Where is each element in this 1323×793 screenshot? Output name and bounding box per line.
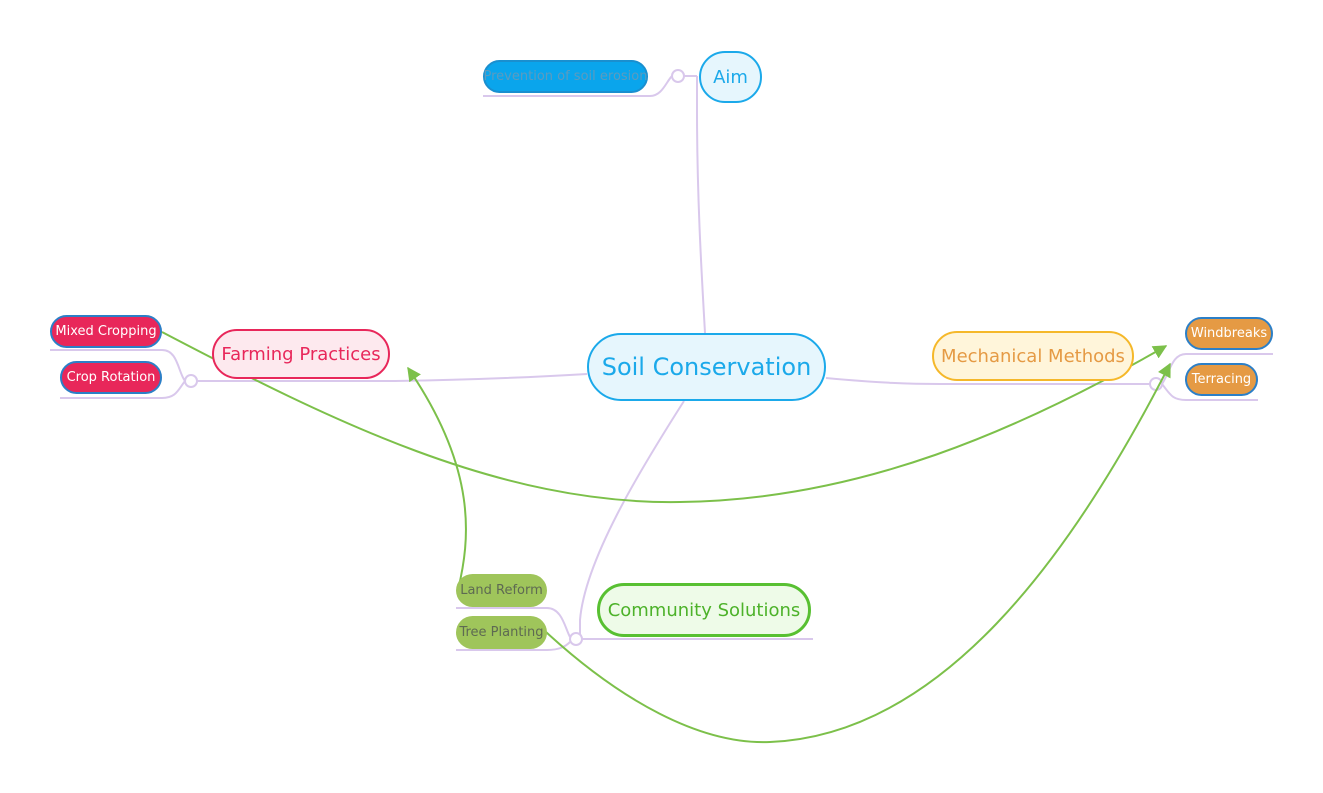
subtopic-tree-planting[interactable]: Tree Planting bbox=[456, 616, 547, 649]
junction-aim[interactable] bbox=[671, 69, 685, 83]
topic-aim-label: Aim bbox=[713, 66, 748, 88]
connector-central-community bbox=[579, 400, 685, 634]
connector-central-aim bbox=[696, 76, 706, 334]
relationship-tree-to-terracing[interactable] bbox=[545, 362, 1171, 744]
relationship-mixed-to-windbreaks[interactable] bbox=[161, 331, 1168, 504]
connector-farming-mixed bbox=[50, 349, 186, 382]
subtopic-mixed-cropping[interactable]: Mixed Cropping bbox=[50, 315, 162, 348]
connector-community-land bbox=[456, 607, 571, 638]
topic-community-solutions[interactable]: Community Solutions bbox=[597, 583, 811, 637]
topic-farming-label: Farming Practices bbox=[221, 343, 381, 365]
connector-central-mechanical bbox=[825, 377, 1151, 385]
connector-community-tree bbox=[456, 641, 571, 651]
central-topic-soil-conservation[interactable]: Soil Conservation bbox=[587, 333, 826, 401]
subtopic-land-reform-label: Land Reform bbox=[460, 583, 543, 598]
subtopic-windbreaks-label: Windbreaks bbox=[1190, 326, 1268, 341]
connector-farming-crop bbox=[60, 380, 186, 399]
subtopic-windbreaks[interactable]: Windbreaks bbox=[1185, 317, 1273, 350]
subtopic-tree-planting-label: Tree Planting bbox=[459, 625, 544, 640]
central-topic-label: Soil Conservation bbox=[601, 353, 812, 381]
connector-aim-children bbox=[483, 75, 673, 97]
topic-mechanical-methods[interactable]: Mechanical Methods bbox=[932, 331, 1134, 381]
topic-farming-practices[interactable]: Farming Practices bbox=[212, 329, 390, 379]
subtopic-crop-rotation[interactable]: Crop Rotation bbox=[60, 361, 162, 394]
junction-farming[interactable] bbox=[184, 374, 198, 388]
subtopic-mixed-cropping-label: Mixed Cropping bbox=[55, 324, 157, 339]
subtopic-prevention-of-soil-erosion[interactable]: Prevention of soil erosion bbox=[483, 60, 648, 93]
topic-community-label: Community Solutions bbox=[607, 599, 801, 621]
topic-mechanical-label: Mechanical Methods bbox=[941, 345, 1125, 367]
relationship-lines bbox=[161, 331, 1171, 744]
subtopic-prevention-label: Prevention of soil erosion bbox=[483, 69, 648, 84]
connector-lines bbox=[50, 75, 1273, 651]
subtopic-terracing[interactable]: Terracing bbox=[1185, 363, 1258, 396]
subtopic-crop-rotation-label: Crop Rotation bbox=[66, 370, 156, 385]
junction-community[interactable] bbox=[569, 632, 583, 646]
subtopic-land-reform[interactable]: Land Reform bbox=[456, 574, 547, 607]
connector-mechanical-windbreaks bbox=[1161, 353, 1273, 385]
connector-central-farming bbox=[196, 373, 588, 382]
relationship-land-to-farming[interactable] bbox=[407, 366, 467, 591]
topic-aim[interactable]: Aim bbox=[699, 51, 762, 103]
subtopic-terracing-label: Terracing bbox=[1191, 372, 1252, 387]
connector-mechanical-terracing bbox=[1161, 383, 1258, 401]
